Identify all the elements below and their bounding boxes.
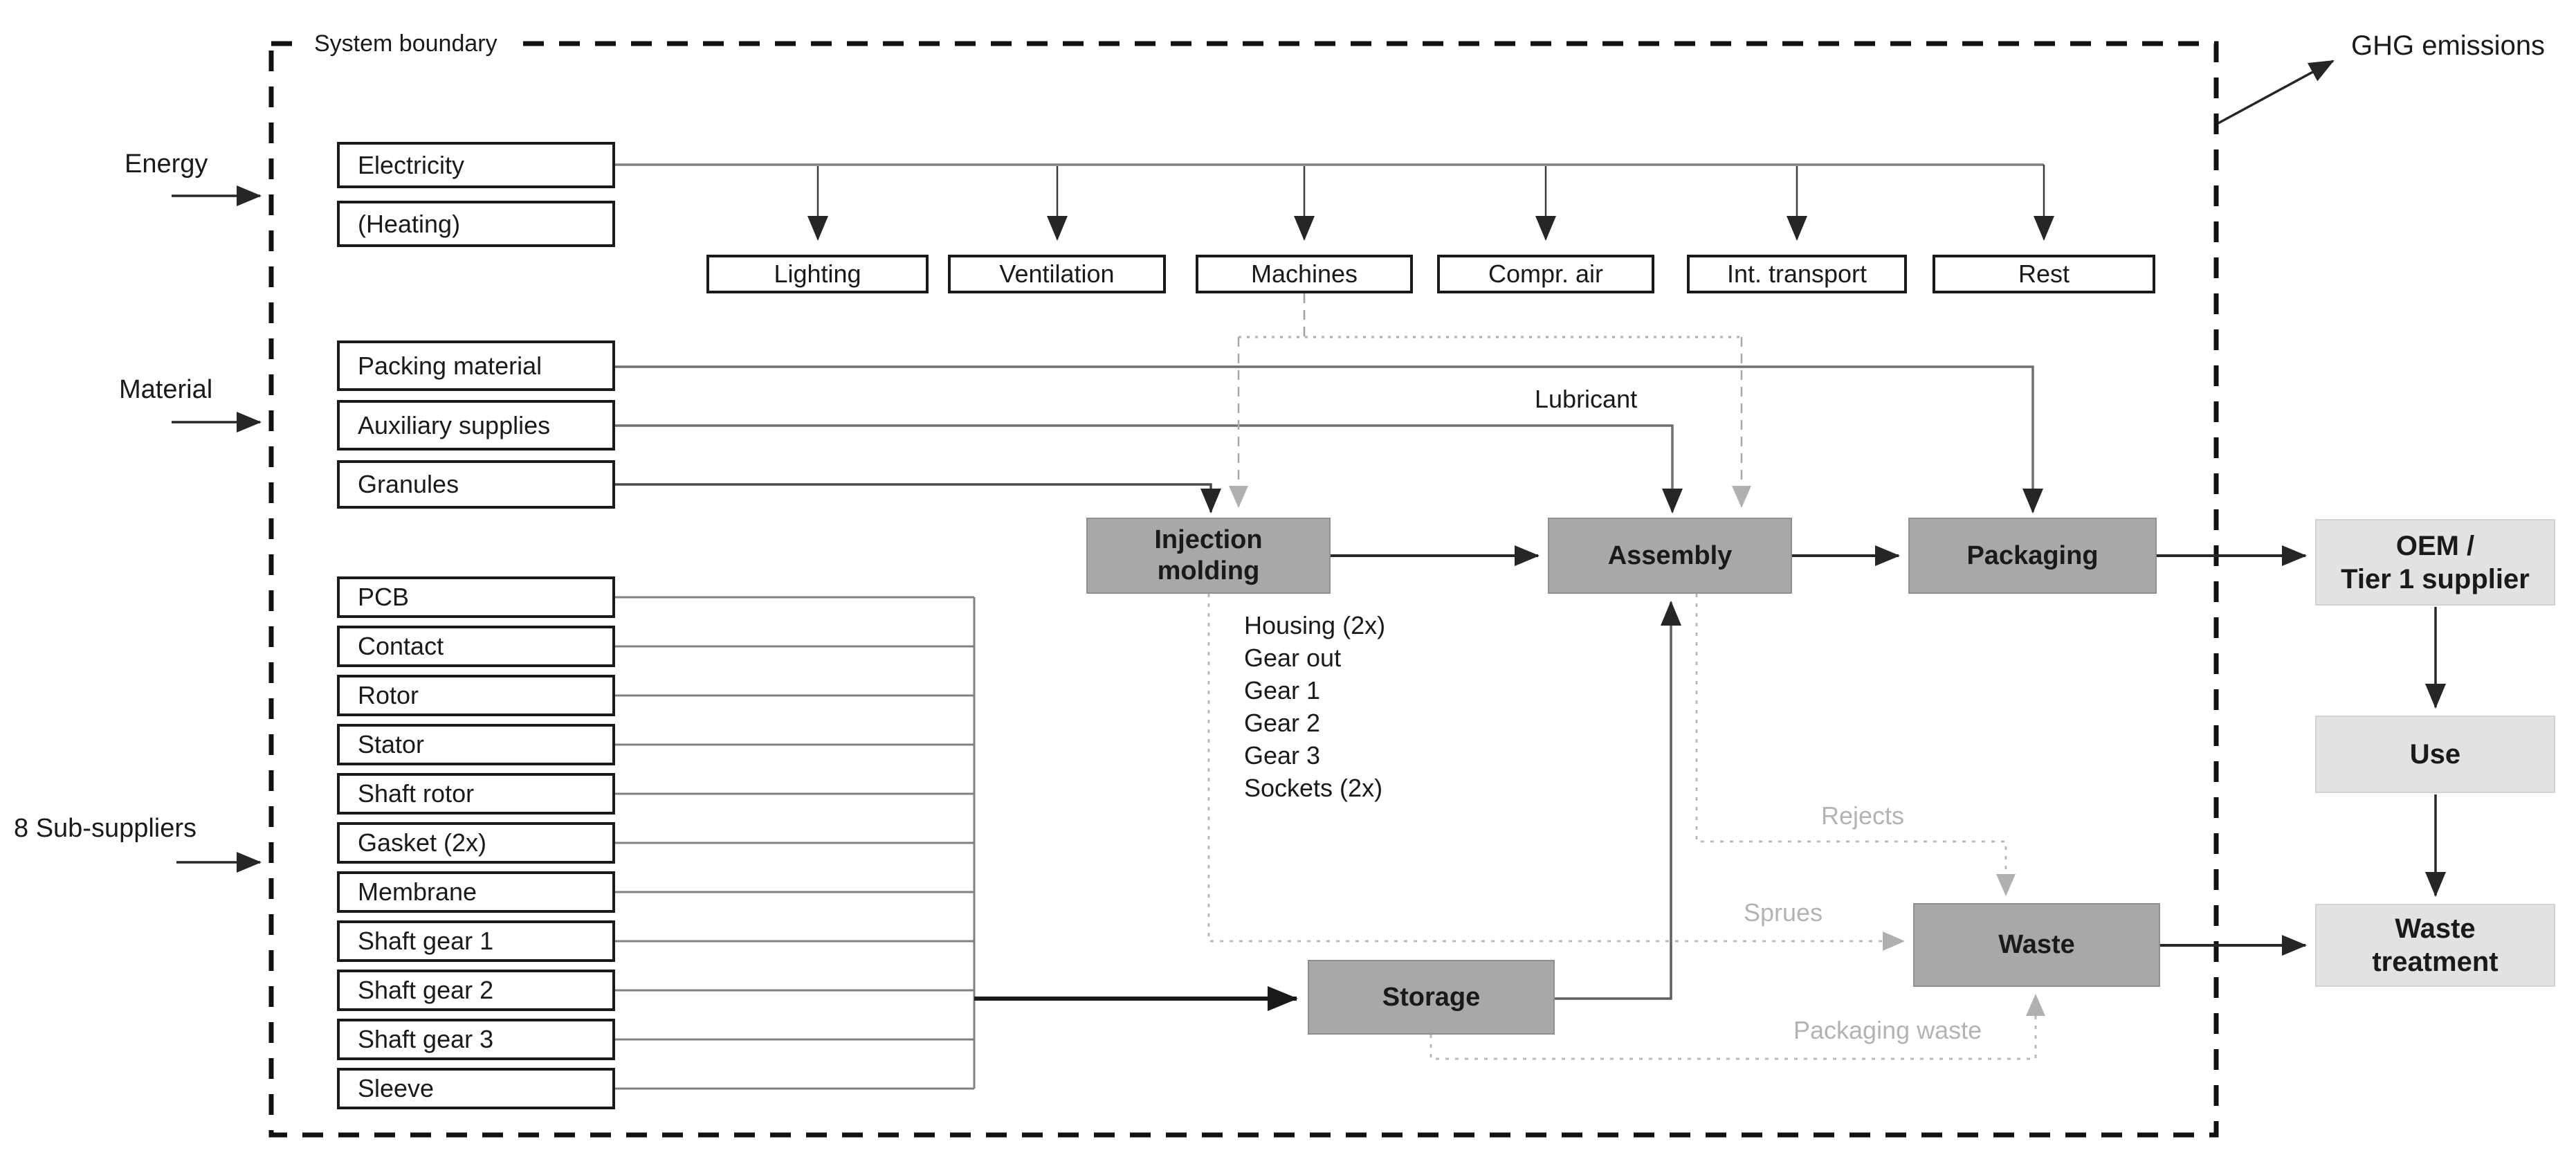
- energy-use-int-transport: Int. transport: [1687, 255, 1907, 293]
- system-boundary-label: System boundary: [303, 27, 509, 60]
- input-box-auxiliary-supplies: Auxiliary supplies: [337, 400, 615, 451]
- energy-use-compr-air: Compr. air: [1437, 255, 1654, 293]
- external-box-use: Use: [2315, 716, 2555, 793]
- process-waste: Waste: [1913, 903, 2160, 987]
- rejects-line: [1695, 594, 2016, 896]
- ghg-emissions-label: GHG emissions: [2351, 30, 2546, 61]
- energy-use-ventilation: Ventilation: [948, 255, 1166, 293]
- lubricant-line: [615, 424, 1683, 513]
- process-storage: Storage: [1308, 960, 1555, 1035]
- input-box-membrane: Membrane: [337, 871, 615, 913]
- input-box-contact: Contact: [337, 626, 615, 667]
- input-box-shaft-rotor: Shaft rotor: [337, 773, 615, 815]
- input-box-shaft-gear-2: Shaft gear 2: [337, 970, 615, 1011]
- process-packaging: Packaging: [1908, 518, 2157, 594]
- input-box-pcb: PCB: [337, 576, 615, 618]
- system-boundary-border: [268, 41, 2219, 1138]
- input-box-packing-material: Packing material: [337, 340, 615, 391]
- input-box-shaft-gear-1: Shaft gear 1: [337, 920, 615, 962]
- ghg-arrow: [2218, 60, 2335, 125]
- energy-use-machines: Machines: [1196, 255, 1413, 293]
- granules-line: [615, 483, 1221, 513]
- input-box-stator: Stator: [337, 724, 615, 765]
- storage-to-assembly: [1555, 601, 1681, 1000]
- process-injection-molding: Injection molding: [1086, 518, 1331, 594]
- input-box-gasket: Gasket (2x): [337, 822, 615, 864]
- input-box-electricity: Electricity: [337, 142, 615, 188]
- energy-label: Energy: [125, 149, 208, 179]
- external-box-oem: OEM / Tier 1 supplier: [2315, 519, 2555, 606]
- sprues-label: Sprues: [1744, 898, 1823, 927]
- rejects-label: Rejects: [1821, 801, 1905, 830]
- material-label: Material: [119, 375, 213, 404]
- process-assembly: Assembly: [1548, 518, 1792, 594]
- input-box-granules: Granules: [337, 460, 615, 509]
- packing-material-line: [615, 365, 2043, 513]
- packaging-waste-label: Packaging waste: [1793, 1016, 1982, 1044]
- packaging-waste-line: [1429, 994, 2045, 1060]
- input-box-heating: (Heating): [337, 201, 615, 247]
- external-box-waste-treatment: Waste treatment: [2315, 904, 2555, 987]
- input-box-rotor: Rotor: [337, 675, 615, 716]
- molded-parts-list: Housing (2x) Gear out Gear 1 Gear 2 Gear…: [1244, 611, 1386, 802]
- lubricant-label: Lubricant: [1535, 385, 1638, 413]
- input-box-shaft-gear-3: Shaft gear 3: [337, 1019, 615, 1060]
- energy-use-lighting: Lighting: [706, 255, 929, 293]
- energy-use-rest: Rest: [1933, 255, 2155, 293]
- input-box-sleeve: Sleeve: [337, 1068, 615, 1109]
- subsuppliers-label: 8 Sub-suppliers: [14, 814, 197, 843]
